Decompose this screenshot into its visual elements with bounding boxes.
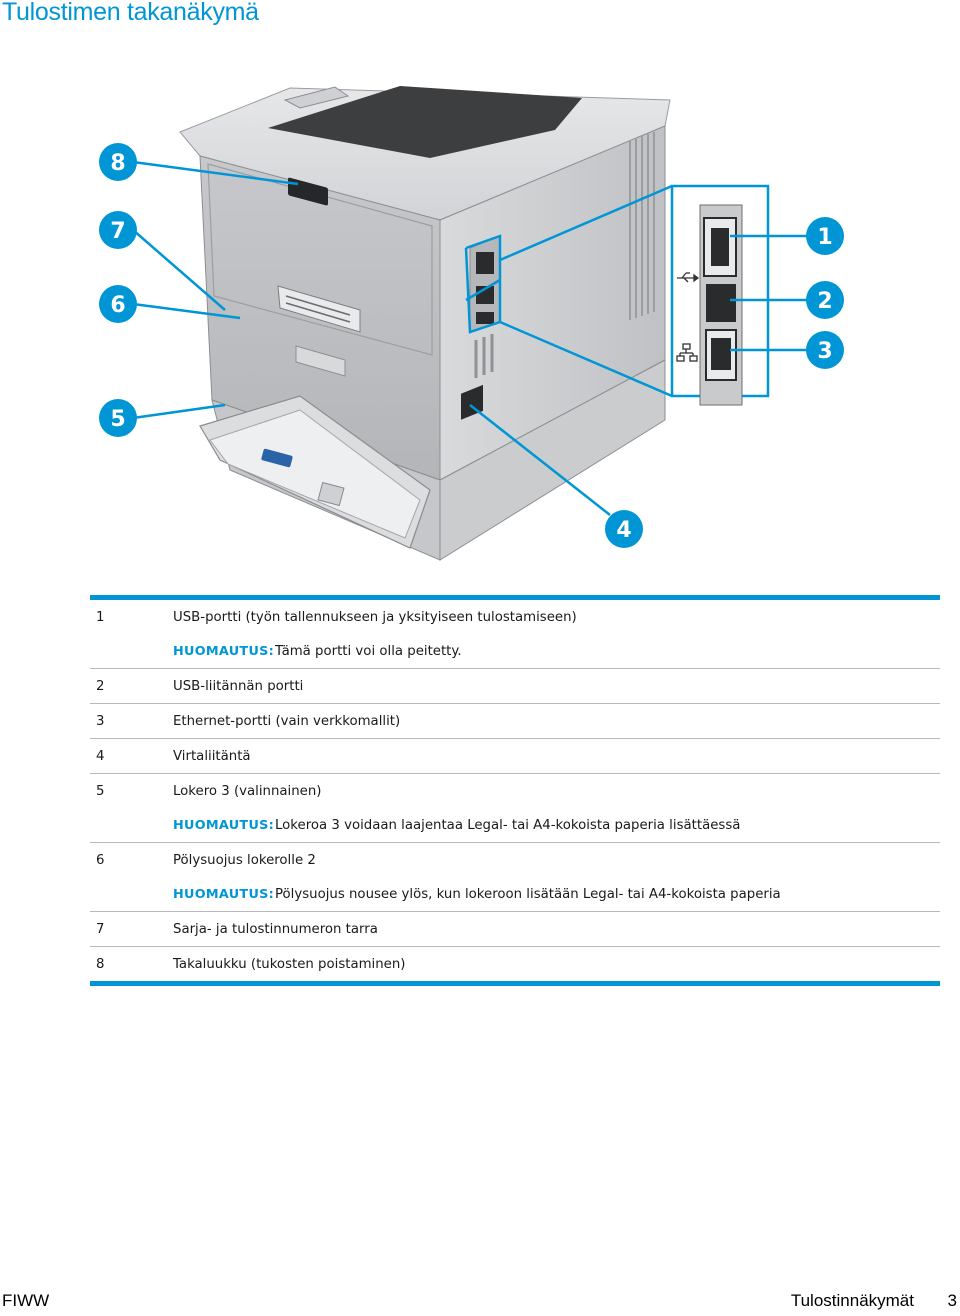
row-number: 6 bbox=[96, 852, 105, 868]
callout-7: 7 bbox=[99, 211, 137, 249]
page-footer: FIWW Tulostinnäkymät 3 bbox=[0, 1291, 960, 1315]
note-text: Tämä portti voi olla peitetty. bbox=[275, 643, 462, 659]
note-row: HUOMAUTUS: Lokeroa 3 voidaan laajentaa L… bbox=[90, 808, 940, 842]
row-description: Ethernet-portti (vain verkkomallit) bbox=[173, 713, 401, 729]
table-row: 6 Pölysuojus lokerolle 2 bbox=[90, 842, 940, 877]
side-vents bbox=[629, 132, 655, 320]
table-row: 7 Sarja- ja tulostinnumeron tarra bbox=[90, 911, 940, 946]
row-number: 8 bbox=[96, 956, 105, 972]
callout-3-label: 3 bbox=[817, 339, 832, 364]
callout-2: 2 bbox=[806, 281, 844, 319]
callout-5-label: 5 bbox=[110, 407, 125, 432]
table-row: 8 Takaluukku (tukosten poistaminen) bbox=[90, 946, 940, 981]
callout-5: 5 bbox=[99, 399, 137, 437]
rear-door-handle bbox=[288, 177, 328, 206]
row-number: 1 bbox=[96, 609, 105, 625]
serial-label bbox=[277, 285, 361, 333]
callout-4-label: 4 bbox=[616, 518, 631, 543]
note-label: HUOMAUTUS: bbox=[173, 643, 275, 659]
legend-table: 1 USB-portti (työn tallennukseen ja yksi… bbox=[90, 595, 940, 986]
row-number: 5 bbox=[96, 783, 105, 799]
table-row: 5 Lokero 3 (valinnainen) bbox=[90, 773, 940, 808]
network-icon bbox=[676, 343, 698, 362]
usb-icon bbox=[677, 272, 700, 283]
output-stop bbox=[283, 86, 350, 109]
table-row: 3 Ethernet-portti (vain verkkomallit) bbox=[90, 703, 940, 738]
note-text: Pölysuojus nousee ylös, kun lokeroon lis… bbox=[275, 886, 781, 902]
note-label: HUOMAUTUS: bbox=[173, 886, 275, 902]
callout-7-label: 7 bbox=[110, 219, 125, 244]
callout-1-label: 1 bbox=[817, 225, 832, 250]
row-description: Pölysuojus lokerolle 2 bbox=[173, 852, 316, 868]
rear-door bbox=[207, 163, 433, 356]
callout-6-label: 6 bbox=[110, 293, 125, 318]
callout-6: 6 bbox=[99, 285, 137, 323]
row-number: 7 bbox=[96, 921, 105, 937]
table-row: 1 USB-portti (työn tallennukseen ja yksi… bbox=[90, 600, 940, 634]
row-description: Sarja- ja tulostinnumeron tarra bbox=[173, 921, 378, 937]
row-number: 3 bbox=[96, 713, 105, 729]
callout-2-label: 2 bbox=[817, 289, 832, 314]
footer-doc-id: FIWW bbox=[2, 1291, 50, 1310]
page-title: Tulostimen takanäkymä bbox=[2, 0, 259, 26]
table-row: 2 USB-liitännän portti bbox=[90, 668, 940, 703]
printer-illustration: 8 7 6 5 1 2 3 4 bbox=[99, 86, 844, 561]
row-description: Takaluukku (tukosten poistaminen) bbox=[173, 956, 406, 972]
callout-8: 8 bbox=[99, 143, 137, 181]
row-number: 2 bbox=[96, 678, 105, 694]
output-bin bbox=[268, 86, 582, 158]
row-description: Virtaliitäntä bbox=[173, 748, 251, 764]
footer-page-number: 3 bbox=[947, 1291, 957, 1310]
printer-rear-view-figure: 8 7 6 5 1 2 3 4 bbox=[0, 60, 960, 580]
note-text: Lokeroa 3 voidaan laajentaa Legal- tai A… bbox=[275, 817, 741, 833]
callout-4: 4 bbox=[605, 510, 643, 548]
row-description: Lokero 3 (valinnainen) bbox=[173, 783, 322, 799]
callout-8-label: 8 bbox=[110, 151, 125, 176]
callout-3: 3 bbox=[806, 331, 844, 369]
row-number: 4 bbox=[96, 748, 105, 764]
tray-guide bbox=[261, 448, 293, 468]
callout-1: 1 bbox=[806, 217, 844, 255]
row-description: USB-portti (työn tallennukseen ja yksity… bbox=[173, 609, 577, 625]
note-label: HUOMAUTUS: bbox=[173, 817, 275, 833]
footer-section-title: Tulostinnäkymät bbox=[790, 1291, 914, 1310]
usb-port-2 bbox=[706, 284, 736, 322]
note-row: HUOMAUTUS: Tämä portti voi olla peitetty… bbox=[90, 634, 940, 668]
note-row: HUOMAUTUS: Pölysuojus nousee ylös, kun l… bbox=[90, 877, 940, 911]
callout-leaders bbox=[132, 160, 808, 516]
table-row: 4 Virtaliitäntä bbox=[90, 738, 940, 773]
row-description: USB-liitännän portti bbox=[173, 678, 304, 694]
